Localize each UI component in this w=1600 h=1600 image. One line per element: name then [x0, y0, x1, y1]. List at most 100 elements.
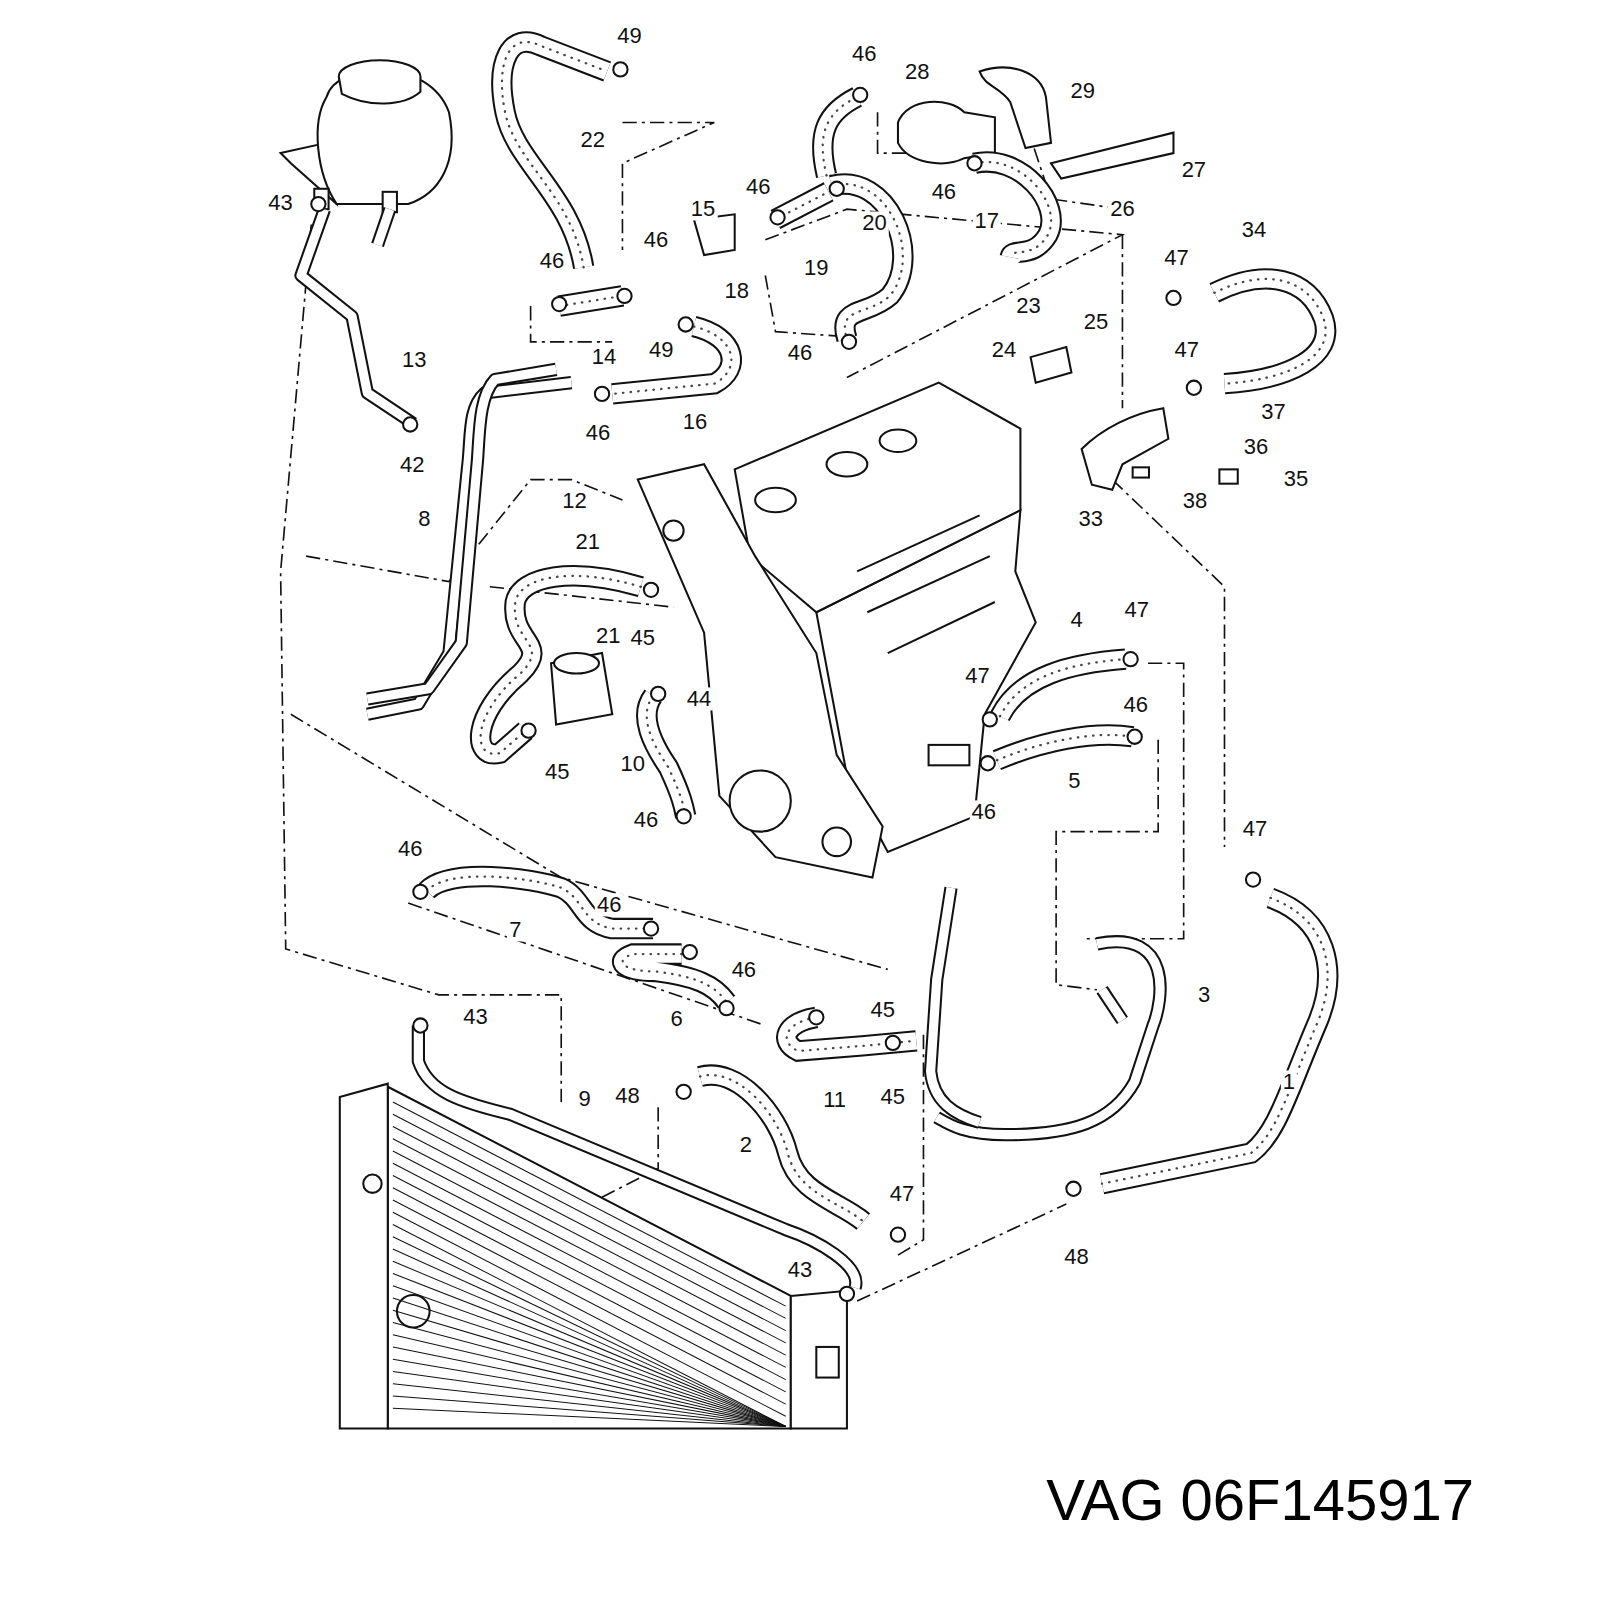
callout-number: 19	[802, 257, 830, 280]
radiator-fin	[393, 1212, 786, 1416]
hose-clamp	[521, 723, 535, 737]
callout-number: 46	[642, 228, 670, 251]
coolant-hoses	[427, 42, 1328, 1221]
callout-number: 45	[879, 1085, 907, 1108]
radiator-fin	[393, 1237, 786, 1427]
hose-clamp	[1246, 872, 1260, 886]
hose-clamp	[413, 885, 427, 899]
callout-number: 49	[615, 24, 643, 47]
radiator-fin	[393, 1151, 786, 1355]
radiator-fin	[393, 1384, 786, 1427]
hose-clamp	[981, 756, 995, 770]
callout-number: 24	[990, 338, 1018, 361]
rubber-hose	[700, 1075, 863, 1221]
radiator-fin	[393, 1286, 786, 1427]
callout-number: 46	[744, 175, 772, 198]
rubber-hose	[481, 576, 641, 754]
callout-number: 45	[868, 999, 896, 1022]
hose-clamp	[617, 289, 631, 303]
callout-number: 6	[668, 1008, 684, 1031]
rubber-hose	[612, 327, 731, 394]
radiator-fin	[393, 1273, 786, 1426]
rubber-hose	[1102, 898, 1328, 1184]
radiator-fin	[393, 1249, 786, 1427]
hose-clamp	[613, 62, 627, 76]
hose-clamp	[679, 317, 693, 331]
fittings	[551, 68, 1238, 725]
metal-pipe	[1102, 990, 1122, 1021]
engine-block	[638, 383, 1036, 878]
hose-clamp	[677, 1085, 691, 1099]
rubber-hose	[647, 696, 686, 816]
callout-number: 46	[595, 894, 623, 917]
radiator-fin	[393, 1188, 786, 1392]
callout-number: 46	[730, 959, 758, 982]
hose-clamp	[403, 417, 417, 431]
callout-number: 47	[1241, 817, 1269, 840]
callout-number: 38	[1181, 489, 1209, 512]
rubber-hose	[1214, 279, 1325, 384]
radiator-fin	[393, 1396, 786, 1427]
radiator-fin	[393, 1335, 786, 1427]
callout-number: 46	[538, 250, 566, 273]
hose-clamp	[1187, 381, 1201, 395]
callout-number: 47	[1162, 247, 1190, 270]
callout-number: 34	[1240, 218, 1268, 241]
radiator-fin	[393, 1200, 786, 1404]
callout-number: 44	[685, 687, 713, 710]
callout-number: 27	[1180, 159, 1208, 182]
hose-clamp	[644, 921, 658, 935]
hose-clamp	[967, 156, 981, 170]
hose-clamp	[886, 1036, 900, 1050]
radiator-fin	[393, 1224, 786, 1426]
hose-clamp	[595, 387, 609, 401]
callout-number: 3	[1196, 983, 1212, 1006]
callout-number: 13	[400, 349, 428, 372]
callout-number: 5	[1066, 769, 1082, 792]
metal-pipes	[301, 209, 1160, 1288]
callout-number: 16	[681, 411, 709, 434]
callout-number: 29	[1068, 79, 1096, 102]
callout-number: 2	[738, 1133, 754, 1156]
callout-number: 18	[722, 279, 750, 302]
callout-number: 10	[618, 753, 646, 776]
callout-number: 46	[584, 421, 612, 444]
radiator-fin	[393, 1371, 786, 1426]
callout-number: 23	[1014, 295, 1042, 318]
hose-clamp	[651, 687, 665, 701]
metal-pipe	[931, 888, 980, 1123]
callout-number: 46	[850, 43, 878, 66]
callout-number: 48	[1062, 1246, 1090, 1269]
radiator-fin	[393, 1347, 786, 1427]
radiator-fin	[393, 1298, 786, 1427]
radiator-fin	[393, 1310, 786, 1426]
callout-number: 9	[577, 1087, 593, 1110]
callout-number: 46	[632, 809, 660, 832]
hose-clamp	[830, 182, 844, 196]
hose-clamp	[891, 1228, 905, 1242]
callout-number: 47	[1172, 338, 1200, 361]
hose-clamp	[770, 210, 784, 224]
hose-clamps	[311, 62, 1260, 1301]
callout-number: 25	[1082, 311, 1110, 334]
radiator-fin	[393, 1322, 786, 1426]
metal-pipe	[937, 942, 1160, 1135]
radiator-fin	[393, 1408, 786, 1426]
radiator-fin	[393, 1127, 786, 1331]
rubber-hose	[787, 1017, 917, 1051]
radiator-fin	[393, 1359, 786, 1426]
rubber-hose	[823, 97, 857, 176]
callout-number: 46	[930, 180, 958, 203]
callout-number: 15	[689, 198, 717, 221]
hose-clamp	[853, 88, 867, 102]
callout-number: 28	[903, 61, 931, 84]
hose-clamp	[1128, 730, 1142, 744]
callout-number: 33	[1077, 508, 1105, 531]
expansion-tank	[281, 60, 452, 212]
callout-number: 35	[1282, 467, 1310, 490]
callout-number: 21	[594, 624, 622, 647]
callout-number: 20	[860, 212, 888, 235]
callout-number: 14	[590, 346, 618, 369]
